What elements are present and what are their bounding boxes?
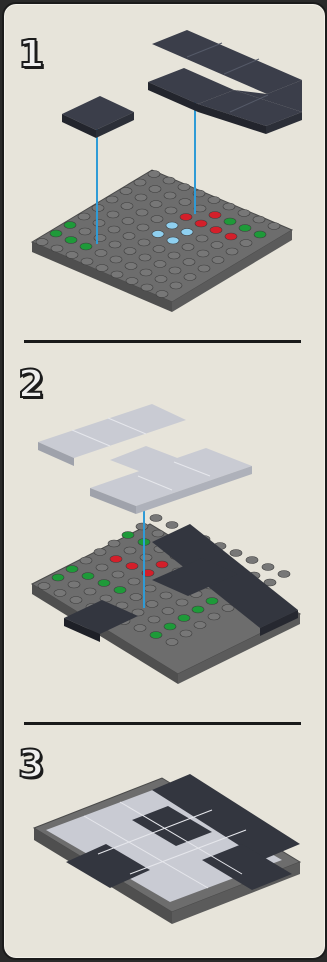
completed-mosaic <box>46 774 300 902</box>
